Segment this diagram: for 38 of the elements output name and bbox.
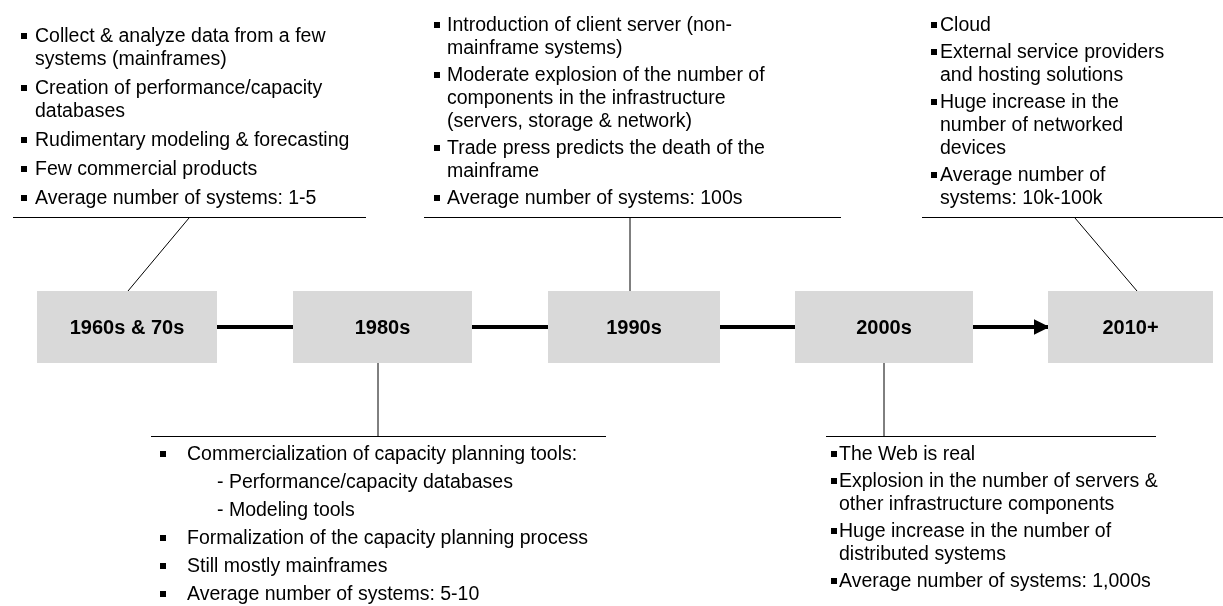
leader-line [1074, 217, 1138, 292]
leader-line [377, 362, 379, 437]
timeline-arrow [973, 319, 1050, 335]
leader-line [883, 362, 885, 437]
bullet-item: Moderate explosion of the number of components in the infrastructure (servers, storage & network) [424, 63, 780, 132]
sub-item: - Modeling tools [216, 498, 356, 521]
bullet-item: Still mostly mainframes [151, 554, 606, 577]
bullet-item: Rudimentary modeling & forecasting [13, 128, 363, 151]
bullet-item: Average number of systems: 5-10 [151, 582, 606, 605]
timeline-line [217, 325, 293, 329]
timeline-line [720, 325, 795, 329]
bullet-item: Huge increase in the number of distributed systems [826, 519, 1172, 565]
bullet-item: Creation of performance/capacity databases [13, 76, 363, 122]
callout-box [151, 436, 606, 604]
period-box: 2010+ [1048, 291, 1213, 363]
period-box: 2000s [795, 291, 973, 363]
bullet-item: The Web is real [826, 442, 1172, 465]
period-box: 1990s [548, 291, 720, 363]
leader-line [629, 217, 631, 292]
sub-item: - Performance/capacity databases [216, 470, 514, 493]
bullet-item: Formalization of the capacity planning process [151, 526, 606, 549]
bullet-item: Average number of systems: 1,000s [826, 569, 1172, 592]
bullet-item: Trade press predicts the death of the mainframe [424, 136, 780, 182]
bullet-item: Collect & analyze data from a few systems (mainframes) [13, 24, 363, 70]
leader-line [127, 217, 190, 292]
bullet-item: Average number of systems: 10k-100k [922, 163, 1187, 209]
timeline-line [472, 325, 548, 329]
bullet-item: Cloud [922, 13, 1187, 36]
bullet-item: Commercialization of capacity planning tools: [151, 442, 606, 465]
period-box: 1980s [293, 291, 472, 363]
bullet-item: Few commercial products [13, 157, 363, 180]
bullet-item: Introduction of client server (non-mainframe systems) [424, 13, 780, 59]
bullet-item: External service providers and hosting solutions [922, 40, 1187, 86]
bullet-item: Average number of systems: 1-5 [13, 186, 363, 209]
period-box: 1960s & 70s [37, 291, 217, 363]
bullet-item: Explosion in the number of servers & other infrastructure components [826, 469, 1172, 515]
bullet-item: Huge increase in the number of networked devices [922, 90, 1187, 159]
bullet-item: Average number of systems: 100s [424, 186, 780, 209]
